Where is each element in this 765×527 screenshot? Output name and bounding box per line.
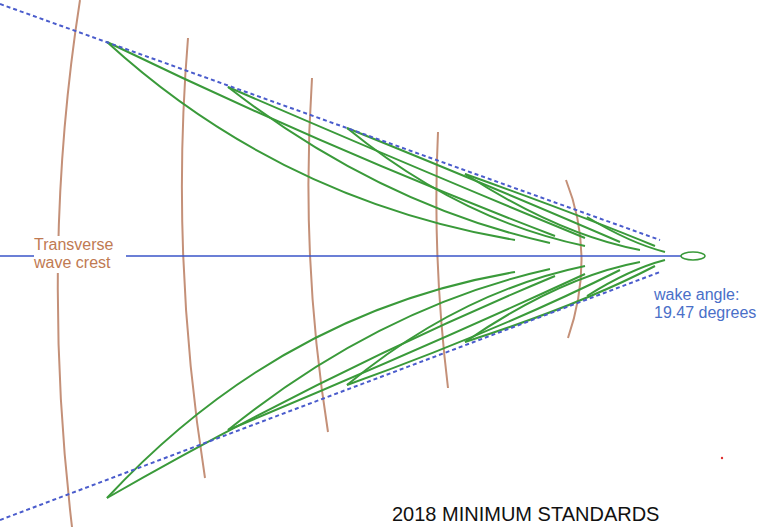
transverse-crest (308, 78, 328, 432)
divergent-wave (465, 266, 655, 342)
divergent-wave (228, 87, 550, 243)
transverse-crests (58, 0, 582, 527)
transverse-crest (566, 180, 582, 338)
footer-text: 2018 MINIMUM STANDARDS (392, 503, 659, 526)
angle-label: wake angle: 19.47 degrees (654, 286, 762, 323)
divergent-wave (465, 174, 640, 250)
divergent-wave (587, 217, 665, 252)
wake-boundary (0, 272, 660, 520)
divergent-wave (347, 266, 585, 385)
divergent-wave (465, 174, 655, 246)
divergent-wave (347, 270, 620, 385)
divergent-wave (107, 42, 555, 236)
divergent-wave (228, 274, 585, 430)
divergent-wave (347, 128, 585, 246)
wake-boundary (0, 4, 660, 240)
boat (681, 252, 705, 260)
divergent-wave (228, 269, 550, 430)
divergent-wave (587, 260, 665, 296)
divergent-wave (228, 87, 585, 238)
dot (721, 457, 723, 459)
divergent-wave (465, 262, 640, 342)
divergent-waves (107, 42, 665, 498)
crest-label: Transverse wave crest (34, 236, 126, 273)
